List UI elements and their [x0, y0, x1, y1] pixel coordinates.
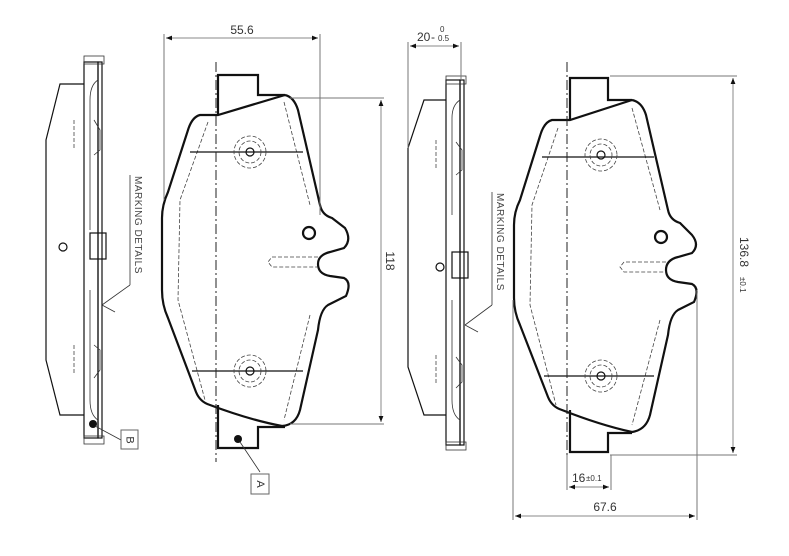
side-view-right [407, 75, 469, 451]
dim-118: 118 [383, 251, 397, 270]
side-view-left [45, 55, 107, 445]
dim-16-tol: ±0.1 [586, 474, 602, 483]
front-view-right [512, 62, 698, 462]
dim-16: 16 [572, 471, 586, 485]
dimension-width-bottom: 67.6 [512, 290, 698, 520]
dim-20: 20 [417, 30, 431, 44]
dim-55-6: 55.6 [230, 23, 254, 37]
dimension-tab-width: 16 ±0.1 [566, 455, 612, 490]
dimension-height-left: 118 [290, 97, 397, 425]
callout-a-label: A [254, 480, 266, 488]
callout-a: A [239, 441, 270, 495]
marking-details-right: MARKING DETAILS [464, 192, 505, 333]
callout-b-label: B [124, 436, 136, 443]
dimension-width-top: 55.6 [163, 23, 321, 215]
dim-136-8: 136.8 [737, 237, 751, 267]
dimension-height-right: 136.8 ±0.1 [610, 75, 751, 456]
dimension-thickness: 20 - 0 0.5 [407, 25, 462, 148]
callout-b: B [94, 425, 139, 450]
front-view-left [160, 62, 350, 462]
dim-20-dash: - [431, 30, 435, 44]
dim-136-8-tol: ±0.1 [738, 277, 747, 293]
marking-details-right-label: MARKING DETAILS [494, 193, 505, 291]
marking-details-left-label: MARKING DETAILS [132, 176, 143, 274]
dim-20-tol-lower: 0.5 [438, 34, 450, 43]
dim-20-tol-upper: 0 [440, 25, 445, 34]
marking-details-left: MARKING DETAILS [101, 175, 143, 313]
dim-67-6: 67.6 [593, 500, 617, 514]
